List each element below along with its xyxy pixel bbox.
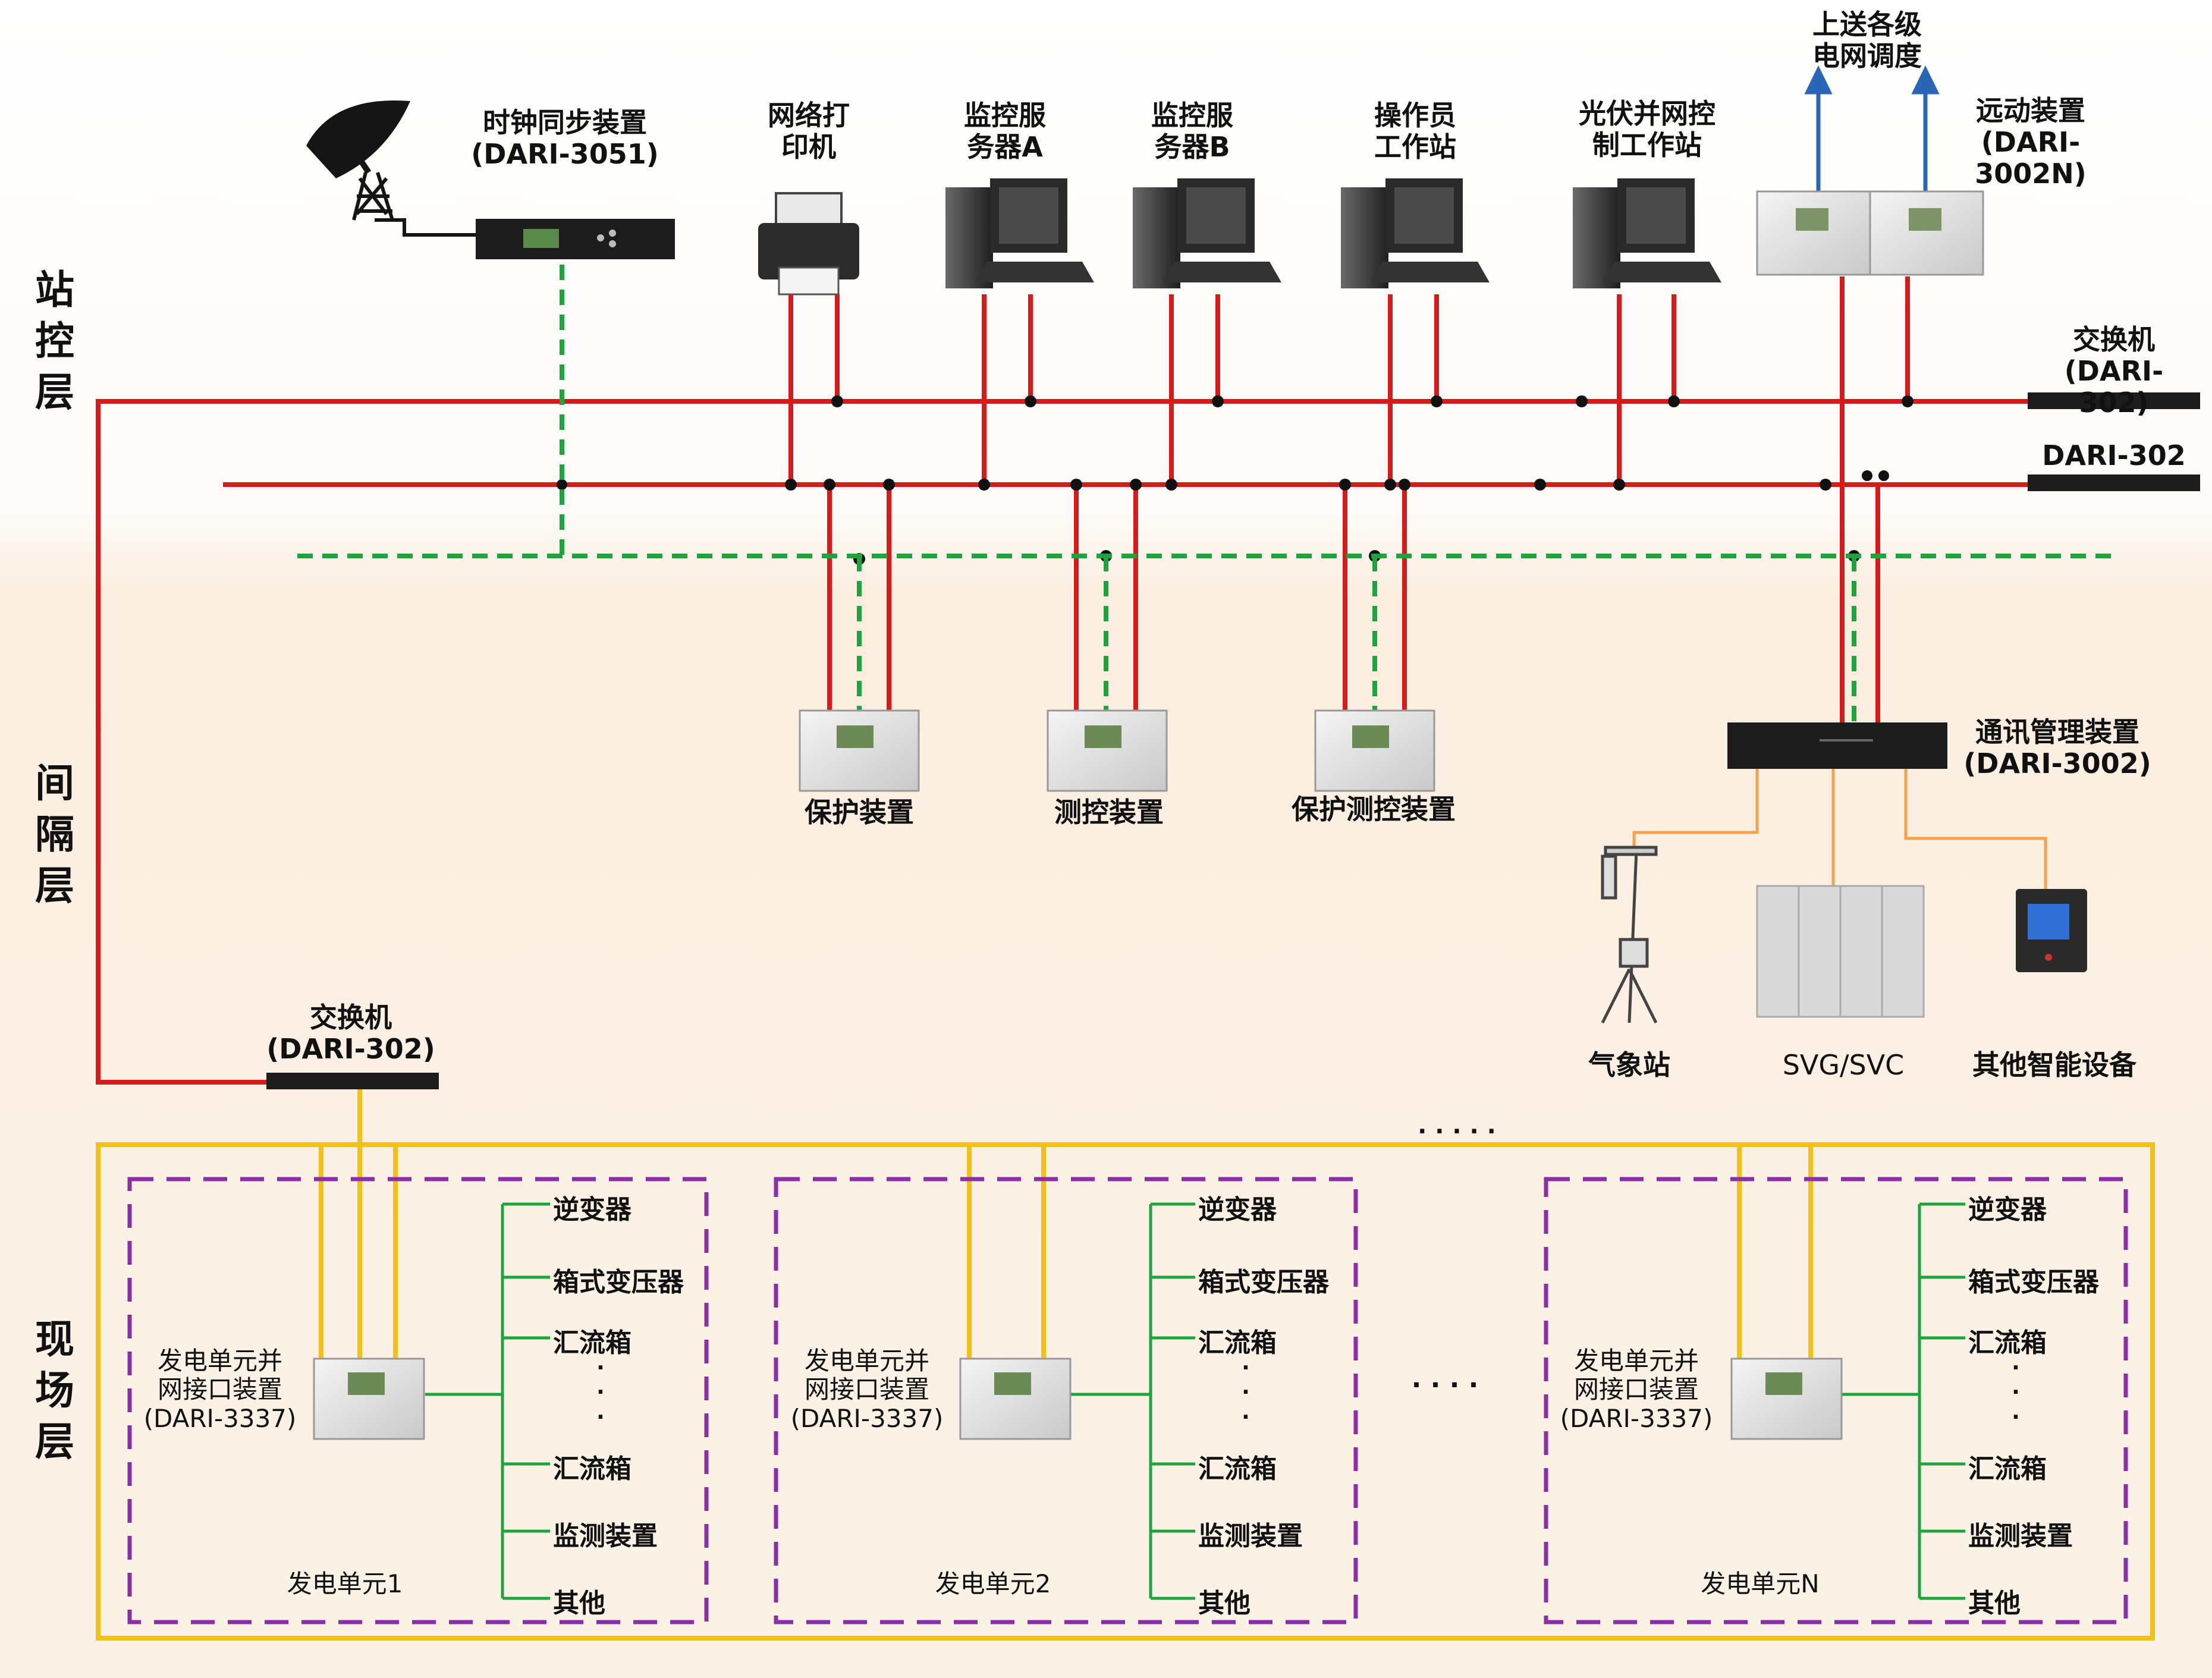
unit-2-item-0: 逆变器	[1198, 1195, 1277, 1225]
server-b-label: 监控服 务器B	[1151, 99, 1233, 163]
upstream-arrows	[1804, 65, 1940, 196]
prot-measure-label: 保护测控装置	[1292, 793, 1456, 825]
clock-sync-label: 时钟同步装置 (DARI-3051)	[471, 106, 659, 170]
comm-mgr-label: 通讯管理装置 (DARI-3002)	[1963, 716, 2151, 780]
unit-2-item-4: 监测装置	[1198, 1521, 1303, 1551]
unit-1-name: 发电单元1	[287, 1569, 403, 1598]
unit-n-item-5: 其他	[1968, 1588, 2021, 1619]
printer-icon	[758, 192, 859, 296]
switch-1-label: 交换机 (DARI-302)	[2064, 323, 2164, 419]
unit-1-item-4: 监测装置	[553, 1521, 658, 1551]
interface-2-label: 发电单元并 网接口装置 (DARI-3337)	[790, 1346, 944, 1433]
field-switch-device	[266, 1073, 439, 1089]
station-bus-lines	[96, 276, 2034, 1085]
unit-1-item-0: 逆变器	[553, 1195, 631, 1225]
unit-n-name: 发电单元N	[1701, 1569, 1820, 1598]
unit-n-item-2: 汇流箱	[1968, 1328, 2047, 1358]
unit-2-item-5: 其他	[1198, 1588, 1250, 1619]
svg-label: SVG/SVC	[1782, 1049, 1905, 1081]
operator-label: 操作员 工作站	[1374, 99, 1456, 163]
interface-1-label: 发电单元并 网接口装置 (DARI-3337)	[143, 1346, 297, 1433]
field-trees	[425, 1202, 1965, 1600]
unit-2-name: 发电单元2	[935, 1569, 1051, 1598]
server-a-label: 监控服 务器A	[964, 99, 1046, 163]
comm-manager-device	[1727, 722, 1947, 769]
bus-junction-dots	[557, 395, 1913, 565]
layer-label-station: 站 控 层	[35, 267, 74, 415]
unit-1-item-2: 汇流箱	[553, 1328, 631, 1358]
unit-n-item-1: 箱式变压器	[1968, 1267, 2099, 1297]
bus-1-line	[96, 399, 2034, 1085]
unit-1-item-3: 汇流箱	[553, 1454, 631, 1484]
smart-meter-icon	[2016, 889, 2087, 972]
unit-n-item-4: 监测装置	[1968, 1521, 2073, 1551]
unit-n-vdots: · · ·	[2012, 1356, 2020, 1429]
units-ellipsis: · · · ·	[1411, 1370, 1479, 1400]
upstream-label: 上送各级 电网调度	[1812, 8, 1922, 72]
comm-links	[1632, 767, 2047, 904]
svg-cabinet-icon	[1756, 885, 1925, 1018]
server-b-icon	[1133, 178, 1281, 288]
remote-device	[1756, 190, 1984, 276]
clock-sync-lines	[297, 265, 2117, 722]
unit-1-vdots: · · ·	[596, 1356, 605, 1429]
pv-ctrl-pc-icon	[1573, 178, 1721, 288]
clock-sync-device	[476, 219, 675, 259]
unit-1-item-1: 箱式变压器	[553, 1267, 684, 1297]
protection-label: 保护装置	[805, 796, 914, 828]
interface-n-label: 发电单元并 网接口装置 (DARI-3337)	[1560, 1346, 1713, 1433]
unit-n-item-3: 汇流箱	[1968, 1454, 2047, 1484]
other-smart-label: 其他智能设备	[1972, 1049, 2136, 1081]
unit-boxes	[127, 1177, 2128, 1624]
operator-pc-icon	[1341, 178, 1490, 288]
measure-label: 测控装置	[1054, 796, 1164, 828]
unit-1-item-5: 其他	[553, 1588, 605, 1619]
layer-label-bay: 间 隔 层	[35, 761, 74, 909]
station-switches	[2028, 392, 2200, 491]
switch-2-label: DARI-302	[2042, 439, 2186, 472]
server-a-icon	[945, 178, 1094, 288]
remote-label: 远动装置 (DARI-3002N)	[1975, 95, 2087, 190]
weather-label: 气象站	[1588, 1049, 1670, 1081]
satellite-dish-icon	[306, 100, 476, 237]
field-switch-label: 交换机 (DARI-302)	[266, 1001, 435, 1065]
interface-device-icons	[313, 1358, 1843, 1440]
unit-2-vdots: · · ·	[1242, 1356, 1250, 1429]
layer-label-field: 现 场 层	[35, 1316, 74, 1465]
unit-2-item-3: 汇流箱	[1198, 1454, 1277, 1484]
unit-2-item-1: 箱式变压器	[1198, 1267, 1329, 1297]
bay-device-icons	[799, 709, 1435, 792]
pv-ctrl-label: 光伏并网控 制工作站	[1579, 98, 1715, 161]
printer-label: 网络打 印机	[768, 99, 850, 163]
weather-station-icon	[1601, 846, 1658, 1024]
unit-2-item-2: 汇流箱	[1198, 1328, 1277, 1358]
unit-n-item-0: 逆变器	[1968, 1195, 2047, 1225]
ring-ellipsis: · · · · ·	[1418, 1118, 1496, 1145]
